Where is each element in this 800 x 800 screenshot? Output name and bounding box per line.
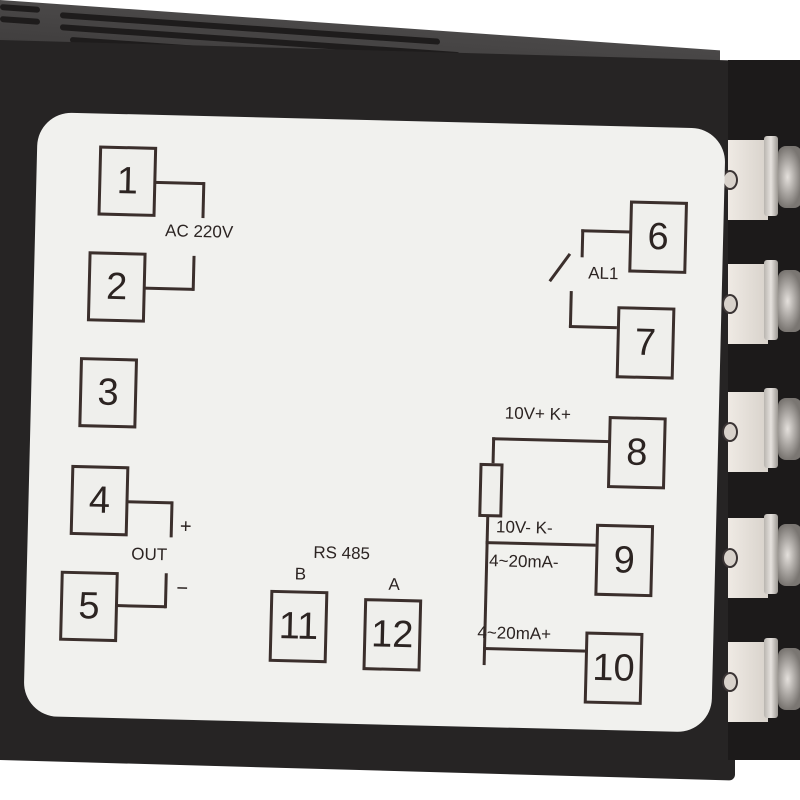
wire [126, 500, 173, 505]
screw-terminal[interactable] [722, 634, 800, 730]
wire [482, 647, 588, 653]
wire [581, 229, 632, 234]
wire [169, 501, 174, 538]
wire [580, 229, 585, 258]
t10-label: 4~20mA+ [477, 622, 552, 644]
resistor-icon [478, 462, 504, 518]
out-minus-label: − [176, 577, 189, 600]
terminal-hole [722, 422, 738, 442]
screw-icon [778, 648, 800, 710]
relay-switch-icon [548, 253, 572, 283]
terminal-1-box: 1 [97, 145, 158, 217]
terminal-8-box: 8 [606, 416, 667, 490]
terminal-7-box: 7 [615, 306, 676, 380]
screw-terminal[interactable] [722, 256, 800, 352]
terminal-4-box: 4 [69, 464, 130, 537]
wire [115, 604, 166, 609]
terminal-11-box: 11 [268, 589, 329, 664]
t9-top-label: 10V- K- [495, 517, 553, 538]
out-label: OUT [130, 544, 168, 565]
terminal-clamp [764, 514, 778, 594]
wire [485, 541, 598, 547]
wire [163, 573, 168, 609]
out-plus-label: + [179, 515, 192, 538]
terminal-hole [722, 672, 738, 692]
terminal-clamp [764, 388, 778, 468]
rs485-label: RS 485 [313, 542, 371, 564]
terminal-6-box: 6 [628, 200, 688, 274]
terminal-clamp [764, 136, 778, 216]
screw-icon [778, 270, 800, 332]
wire [492, 437, 611, 444]
wire [568, 291, 573, 328]
terminal-5-box: 5 [59, 570, 119, 643]
wire [568, 325, 619, 330]
wiring-label: 1 AC 220V 2 3 4 + OUT − 5 RS 485 B A 11 … [23, 112, 726, 733]
terminal-block [722, 60, 800, 760]
screw-terminal[interactable] [722, 384, 800, 480]
screw-icon [778, 146, 800, 208]
wire [143, 286, 194, 291]
power-label: AC 220V [164, 221, 234, 242]
vent-slot [0, 16, 40, 25]
screw-icon [778, 398, 800, 460]
terminal-hole [722, 294, 738, 314]
wire [191, 255, 196, 291]
rs485-a-label: A [388, 574, 401, 594]
screw-terminal[interactable] [722, 510, 800, 606]
wire [491, 437, 496, 466]
terminal-clamp [764, 260, 778, 340]
terminal-10-box: 10 [583, 631, 644, 705]
screw-terminal[interactable] [722, 132, 800, 228]
terminal-3-box: 3 [78, 357, 139, 429]
terminal-hole [722, 548, 738, 568]
terminal-clamp [764, 638, 778, 718]
t9-bottom-label: 4~20mA- [488, 551, 559, 572]
terminal-2-box: 2 [86, 251, 147, 323]
vent-slot [0, 4, 40, 13]
wire [154, 180, 205, 186]
screw-icon [778, 524, 800, 586]
wire [201, 182, 206, 219]
alarm-label: AL1 [587, 263, 619, 284]
t8-label: 10V+ K+ [504, 403, 572, 425]
terminal-9-box: 9 [594, 523, 655, 598]
rs485-b-label: B [294, 564, 307, 584]
terminal-12-box: 12 [362, 598, 423, 672]
